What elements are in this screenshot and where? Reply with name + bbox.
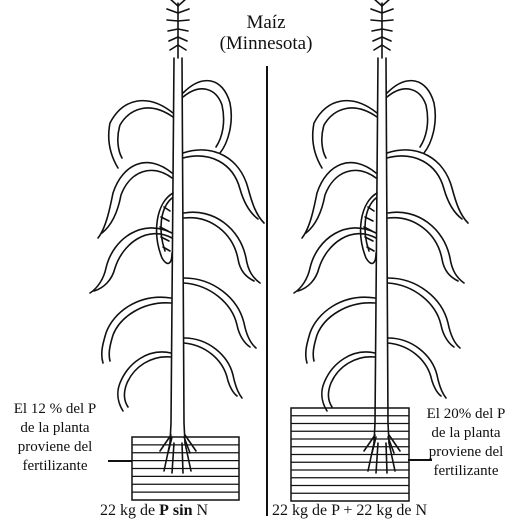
note-left-line-3: proviene del — [2, 438, 108, 457]
note-right-line-1: El 20% del P — [412, 405, 520, 424]
caption-left: 22 kg de P sin N — [100, 502, 208, 520]
note-left-line-1: El 12 % del P — [2, 400, 108, 419]
caption-left-n: N — [196, 502, 208, 519]
note-left: El 12 % del P de la planta proviene del … — [2, 400, 108, 476]
caption-left-sin: sin — [173, 502, 193, 519]
note-right: El 20% del P de la planta proviene del f… — [412, 405, 520, 481]
title-line-2: (Minnesota) — [190, 33, 342, 54]
note-left-line-2: de la planta — [2, 419, 108, 438]
corn-plant-left — [90, 0, 264, 473]
caption-left-p: P — [159, 502, 169, 519]
note-right-line-4: fertilizante — [412, 462, 520, 481]
note-left-line-4: fertilizante — [2, 457, 108, 476]
note-right-line-3: proviene del — [412, 443, 520, 462]
caption-left-pre: 22 kg de — [100, 502, 159, 519]
caption-right: 22 kg de P + 22 kg de N — [272, 502, 427, 520]
note-right-line-2: de la planta — [412, 424, 520, 443]
title-line-1: Maíz — [190, 12, 342, 33]
corn-plant-right — [294, 0, 468, 473]
